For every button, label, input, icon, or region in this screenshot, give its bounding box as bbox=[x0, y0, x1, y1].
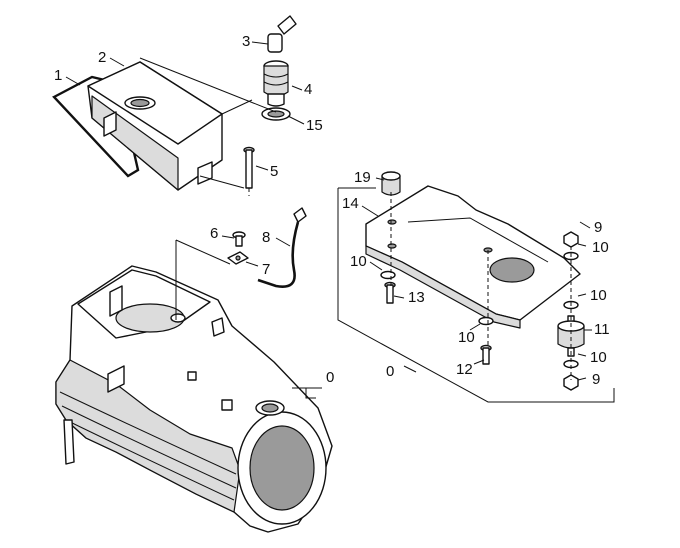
label-part-5: 5 bbox=[270, 163, 278, 180]
label-part-10-e: 10 bbox=[590, 349, 607, 366]
tank-cover-part-2 bbox=[87, 61, 223, 191]
label-part-9-top: 9 bbox=[594, 219, 602, 236]
screw-part-13 bbox=[384, 281, 396, 304]
label-part-14: 14 bbox=[342, 195, 359, 212]
label-part-0-bracket: 0 bbox=[386, 363, 394, 380]
bracket-plate-part-14 bbox=[365, 185, 581, 329]
label-part-2: 2 bbox=[98, 49, 106, 66]
leader-lines bbox=[65, 41, 615, 403]
rubber-buffer-part-11 bbox=[557, 315, 585, 357]
ground-cable-part-8 bbox=[257, 207, 307, 288]
label-part-11: 11 bbox=[594, 321, 610, 338]
label-part-1: 1 bbox=[54, 67, 62, 84]
label-part-4: 4 bbox=[304, 81, 312, 98]
label-part-8: 8 bbox=[262, 229, 270, 246]
label-part-12: 12 bbox=[456, 361, 473, 378]
seal-ring-part-15 bbox=[261, 107, 291, 121]
label-part-3: 3 bbox=[242, 33, 250, 50]
label-part-19: 19 bbox=[354, 169, 371, 186]
screw-part-12 bbox=[480, 344, 492, 365]
label-part-7: 7 bbox=[262, 261, 270, 278]
label-part-10-d: 10 bbox=[590, 287, 607, 304]
cable-clip-part-7 bbox=[227, 251, 249, 265]
label-part-13: 13 bbox=[408, 289, 425, 306]
label-part-9-bottom: 9 bbox=[592, 371, 600, 388]
callout-labels: 1 2 3 4 15 5 6 7 8 0 19 14 10 13 10 12 0… bbox=[54, 33, 610, 388]
check-valve-part-4 bbox=[263, 60, 289, 107]
label-part-0-housing: 0 bbox=[326, 369, 334, 386]
spacer-sleeve-part-19 bbox=[381, 171, 401, 196]
label-part-15: 15 bbox=[306, 117, 323, 134]
label-part-10-a: 10 bbox=[350, 253, 367, 270]
pump-housing bbox=[55, 265, 333, 533]
screw-part-6 bbox=[232, 231, 246, 247]
elbow-fitting-part-3 bbox=[267, 15, 297, 53]
label-part-10-c: 10 bbox=[592, 239, 609, 256]
label-part-6: 6 bbox=[210, 225, 218, 242]
label-part-10-b: 10 bbox=[458, 329, 475, 346]
screw-part-5 bbox=[243, 146, 255, 189]
